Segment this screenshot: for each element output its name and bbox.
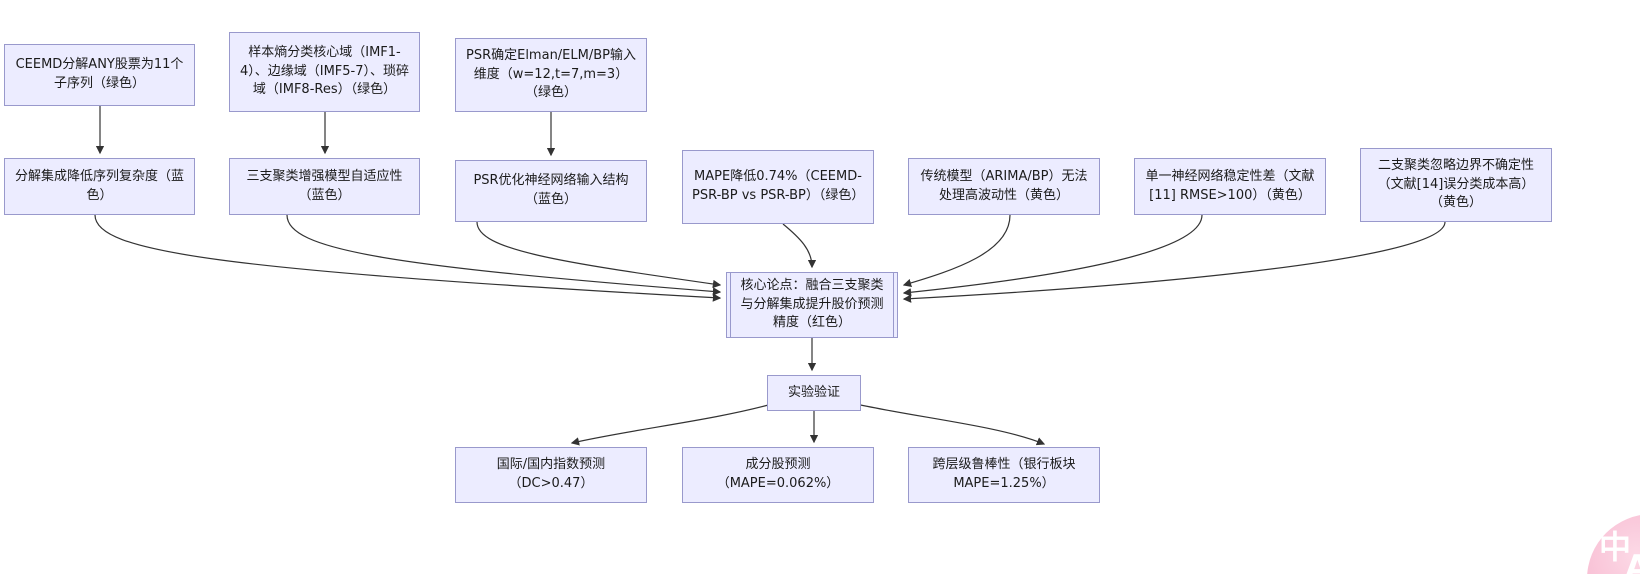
node-psr-dim-label: PSR确定Elman/ELM/BP输入维度（w=12,t=7,m=3）（绿色） (465, 47, 636, 101)
node-three-way: 三支聚类增强模型自适应性（蓝色） (229, 158, 420, 215)
node-decomp: 分解集成降低序列复杂度（蓝色） (4, 158, 195, 215)
translate-button[interactable]: 中 A (1587, 514, 1640, 574)
node-traditional: 传统模型（ARIMA/BP）无法处理高波动性（黄色） (908, 158, 1100, 215)
node-traditional-label: 传统模型（ARIMA/BP）无法处理高波动性（黄色） (920, 168, 1088, 203)
node-stock-pred: 成分股预测（MAPE=0.062%） (682, 447, 874, 503)
node-sample-entropy: 样本熵分类核心域（IMF1-4）、边缘域（IMF5-7）、琐碎域（IMF8-Re… (229, 32, 420, 112)
node-ceemd-label: CEEMD分解ANY股票为11个子序列（绿色） (15, 57, 184, 91)
edge-mape-core (782, 223, 817, 269)
node-robust-label: 跨层级鲁棒性（银行板块 MAPE=1.25%） (932, 457, 1076, 491)
node-single-nn: 单一神经网络稳定性差（文献[11] RMSE>100）（黄色） (1134, 158, 1326, 215)
node-single-nn-label: 单一神经网络稳定性差（文献[11] RMSE>100）（黄色） (1145, 168, 1315, 203)
node-mape-label: MAPE降低0.74%（CEEMD-PSR-BP vs PSR-BP）（绿色） (692, 169, 865, 203)
translate-en-glyph: A (1625, 548, 1640, 574)
node-decomp-label: 分解集成降低序列复杂度（蓝色） (14, 168, 184, 203)
node-core-thesis-label: 核心论点：融合三支聚类与分解集成提升股价预测精度（红色） (740, 277, 884, 331)
edge-single-nn-core (902, 214, 1203, 297)
node-experiment-label: 实验验证 (787, 384, 840, 400)
node-index-pred-label: 国际/国内指数预测（DC>0.47） (496, 457, 606, 491)
node-sample-entropy-label: 样本熵分类核心域（IMF1-4）、边缘域（IMF5-7）、琐碎域（IMF8-Re… (239, 44, 410, 98)
edge-traditional-core (902, 214, 1011, 288)
edge-two-way-core (902, 221, 1446, 303)
translate-zh-glyph: 中 (1599, 528, 1632, 566)
node-two-way-label: 二支聚类忽略边界不确定性（文献[14]误分类成本高）（黄色） (1377, 157, 1535, 211)
edge-experiment-robust (855, 403, 1046, 446)
node-mape: MAPE降低0.74%（CEEMD-PSR-BP vs PSR-BP）（绿色） (682, 150, 874, 224)
node-psr-opt-label: PSR优化神经网络输入结构（蓝色） (473, 173, 629, 207)
edge-decomp-core (94, 214, 722, 302)
edge-experiment-index-pred (570, 403, 773, 446)
edge-three-way-core (286, 214, 722, 296)
node-two-way: 二支聚类忽略边界不确定性（文献[14]误分类成本高）（黄色） (1360, 148, 1552, 222)
node-robust: 跨层级鲁棒性（银行板块 MAPE=1.25%） (908, 447, 1100, 503)
node-three-way-label: 三支聚类增强模型自适应性（蓝色） (246, 168, 403, 203)
node-index-pred: 国际/国内指数预测（DC>0.47） (455, 447, 647, 503)
node-psr-dim: PSR确定Elman/ELM/BP输入维度（w=12,t=7,m=3）（绿色） (455, 38, 647, 112)
edge-psr-opt-core (476, 221, 722, 289)
node-experiment: 实验验证 (767, 375, 861, 411)
node-ceemd: CEEMD分解ANY股票为11个子序列（绿色） (4, 44, 195, 106)
node-core-thesis: 核心论点：融合三支聚类与分解集成提升股价预测精度（红色） (726, 272, 898, 338)
node-psr-opt: PSR优化神经网络输入结构（蓝色） (455, 160, 647, 222)
node-stock-pred-label: 成分股预测（MAPE=0.062%） (716, 457, 840, 491)
